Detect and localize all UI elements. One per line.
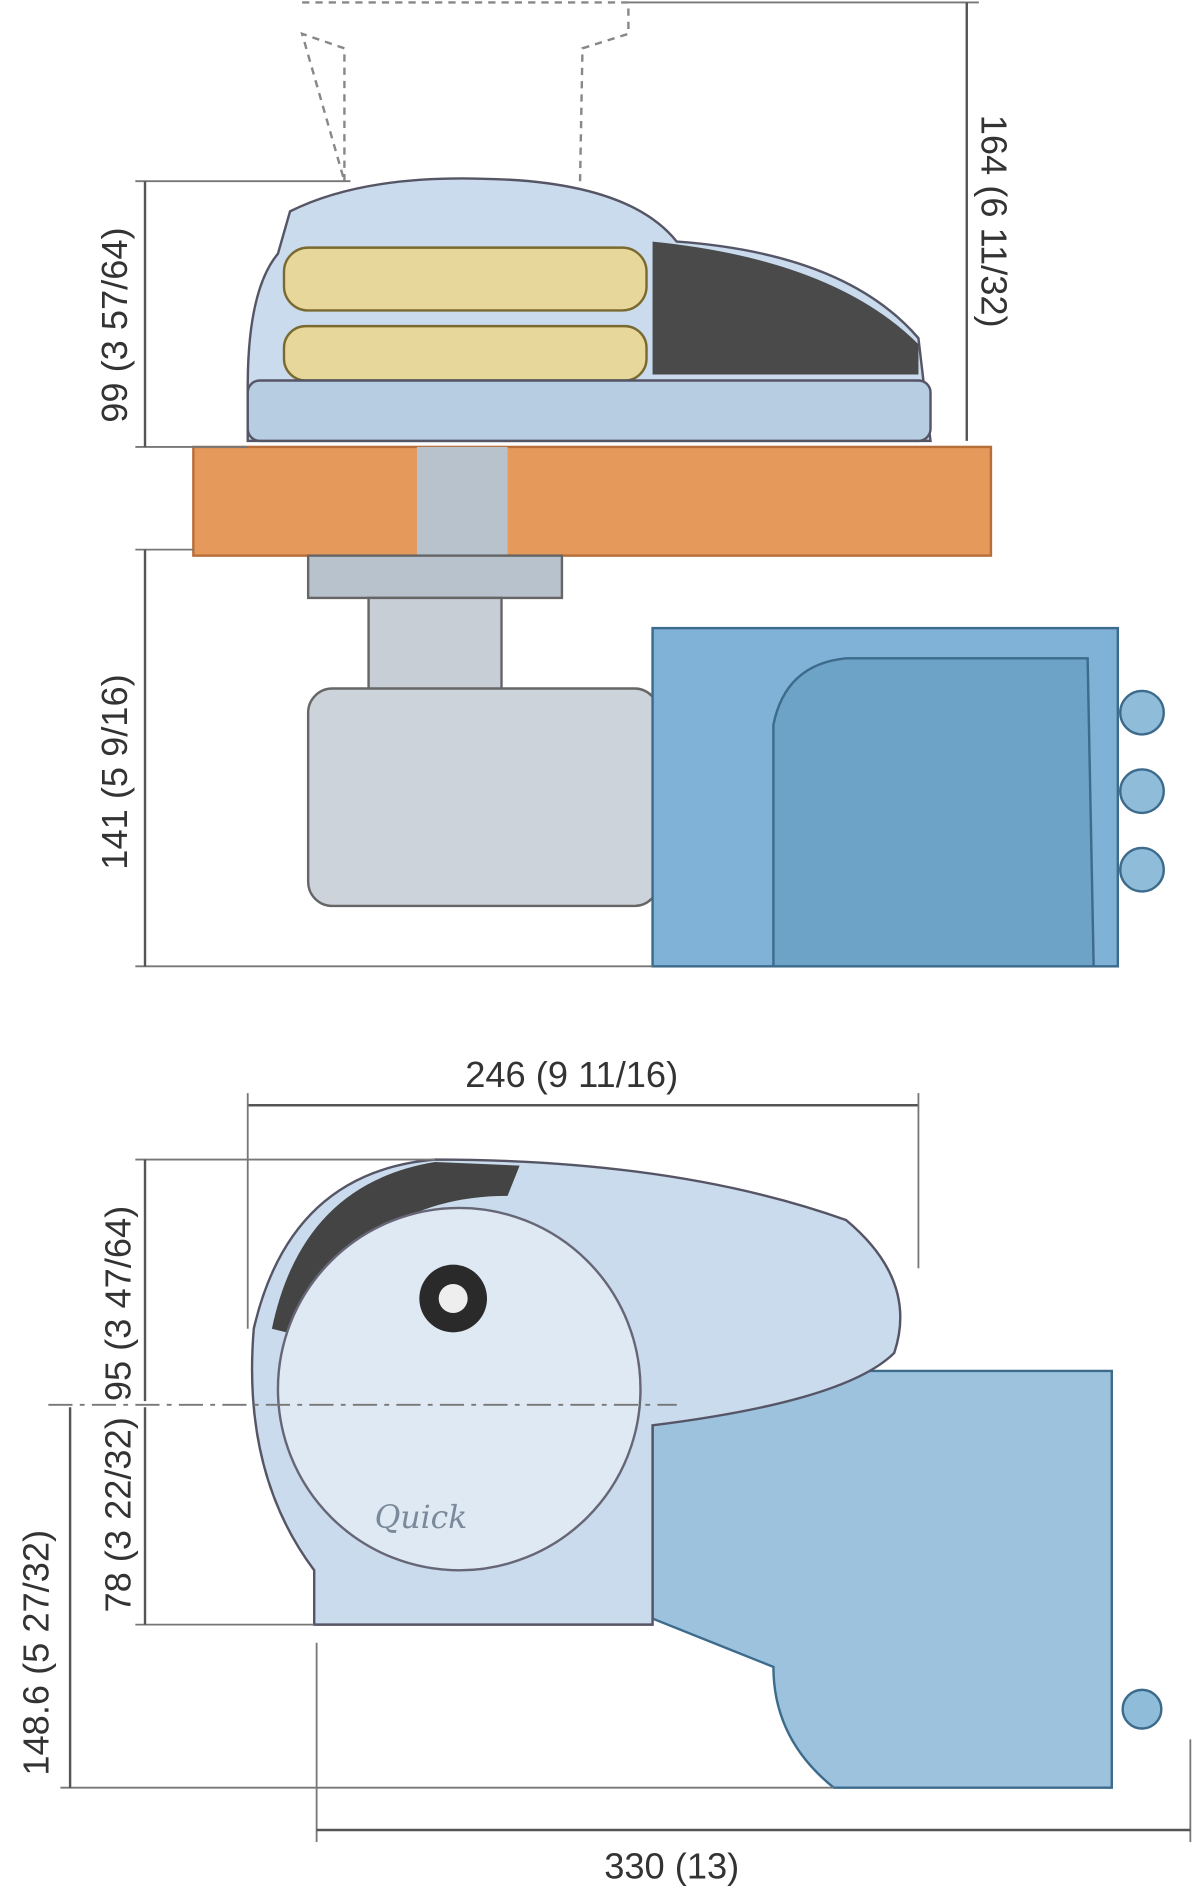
optional-drum-outline — [300, 1, 630, 182]
dimension-label: 78 (3 22/32) — [98, 1417, 139, 1612]
dimension-label: 99 (3 57/64) — [94, 227, 135, 422]
dimension-78: 78 (3 22/32) — [98, 1407, 315, 1626]
gearbox-neck — [367, 596, 503, 696]
deck-plank — [192, 445, 993, 557]
gypsy-upper — [282, 246, 648, 312]
gypsy-lower — [282, 324, 648, 382]
gypsy-cap — [276, 1206, 642, 1572]
dimension-99: 99 (3 57/64) — [94, 180, 351, 448]
side-view — [192, 1, 1165, 968]
cable-gland-2 — [1119, 768, 1165, 815]
dimension-246: 246 (9 11/16) — [246, 1054, 920, 1329]
motor-housing-top — [651, 1369, 1113, 1789]
cable-gland-bottom — [1121, 1688, 1163, 1730]
motor-cover — [772, 657, 1095, 968]
top-view: Quick — [48, 1158, 1163, 1789]
dimension-label: 246 (9 11/16) — [465, 1054, 678, 1095]
quick-logo: Quick — [375, 1500, 468, 1536]
dimension-95: 95 (3 47/64) — [98, 1158, 436, 1402]
dimension-148-6: 148.6 (5 27/32) — [15, 1407, 834, 1789]
dimension-164: 164 (6 11/32) — [628, 1, 1014, 441]
dimension-141: 141 (5 9/16) — [94, 548, 653, 968]
dark-guard — [652, 241, 919, 375]
dimension-label: 330 (13) — [604, 1845, 739, 1886]
dimension-label: 148.6 (5 27/32) — [15, 1530, 56, 1776]
dimension-330: 330 (13) — [315, 1642, 1192, 1886]
cable-gland-3 — [1119, 846, 1165, 893]
cable-gland-1 — [1119, 689, 1165, 736]
dimension-label: 164 (6 11/32) — [973, 115, 1014, 328]
spline-hole — [438, 1284, 468, 1313]
dimension-label: 141 (5 9/16) — [94, 674, 135, 869]
dimension-label: 95 (3 47/64) — [98, 1206, 139, 1401]
base-plate — [246, 379, 932, 443]
under-deck-flange — [306, 554, 564, 600]
deck-shaft — [416, 446, 508, 562]
gearbox — [306, 687, 660, 908]
